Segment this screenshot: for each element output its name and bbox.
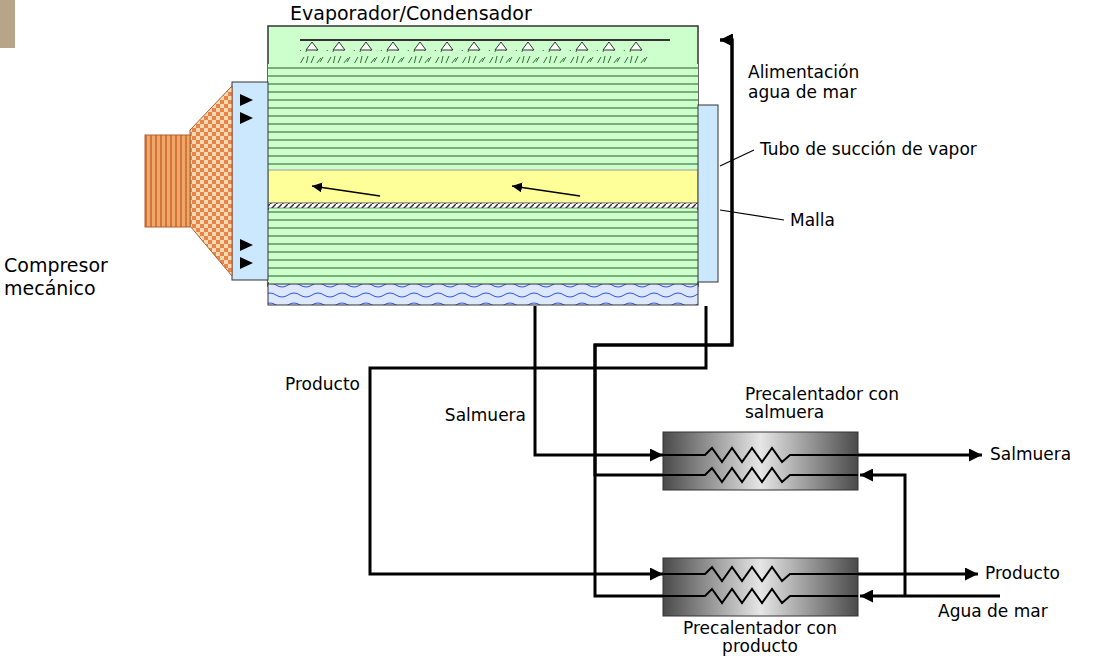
seawater-coil	[663, 589, 858, 603]
stream-label: Salmuera	[443, 405, 528, 425]
flow-connector	[595, 40, 732, 475]
flow-connector	[595, 40, 732, 596]
stream-label: Producto	[283, 374, 362, 394]
upper-tube-bundle	[268, 64, 698, 170]
node-heading: Evaporador/Condensador	[290, 2, 532, 24]
spray-header	[300, 39, 670, 41]
part-label: Malla	[790, 210, 835, 230]
left-header	[232, 82, 268, 280]
mechanical-compressor	[145, 82, 268, 280]
brine-pool	[268, 284, 698, 305]
spray-drops	[300, 50, 650, 63]
stream-label: Agua de mar	[938, 601, 1048, 621]
seawater-inlet	[860, 595, 1000, 598]
brine-preheater-body	[663, 432, 858, 490]
outer-streams	[858, 455, 1000, 596]
product-outlet	[858, 573, 978, 576]
flow-connector	[535, 306, 663, 455]
part-label: Tubo de succión de vapor	[760, 139, 977, 159]
lower-tube-bundle	[268, 210, 698, 282]
vapor-suction-tube	[268, 170, 698, 203]
seawater-coil	[663, 468, 858, 482]
stream-label: Salmuera	[990, 444, 1071, 464]
node-heading: Precalentador con producto	[675, 619, 845, 655]
evaporator-condenser: Evaporador/Condensador	[268, 0, 720, 306]
compressor-cone	[190, 86, 232, 276]
vapor-arrow	[312, 186, 380, 196]
product-preheater: Precalentador con producto	[663, 558, 858, 657]
compressor-motor	[145, 135, 190, 227]
photo-corner	[0, 0, 15, 48]
vapor-inlet-arrows	[240, 94, 253, 269]
brine-coil	[663, 448, 858, 462]
evaporator-vessel	[268, 26, 718, 305]
seawater-branch	[860, 475, 905, 596]
feed-label: Alimentación agua de mar	[748, 62, 888, 102]
stream-label: Producto	[985, 563, 1060, 583]
preheaters	[663, 432, 858, 616]
right-header	[698, 105, 718, 282]
leader-line	[720, 150, 754, 166]
vessel-shell	[268, 26, 698, 286]
leader-lines	[720, 150, 784, 220]
brine-outlet	[858, 454, 982, 457]
leader-line	[720, 210, 784, 220]
mesh	[268, 203, 698, 208]
product-coil	[663, 567, 858, 581]
product-preheater-body	[663, 558, 858, 616]
vapor-arrow	[512, 186, 580, 196]
spray-nozzles	[306, 42, 642, 50]
node-heading: Precalentador con salmuera	[745, 385, 915, 421]
brine-preheater: Precalentador con salmuera	[663, 383, 919, 490]
part-label: Compresor mecánico	[4, 254, 134, 300]
